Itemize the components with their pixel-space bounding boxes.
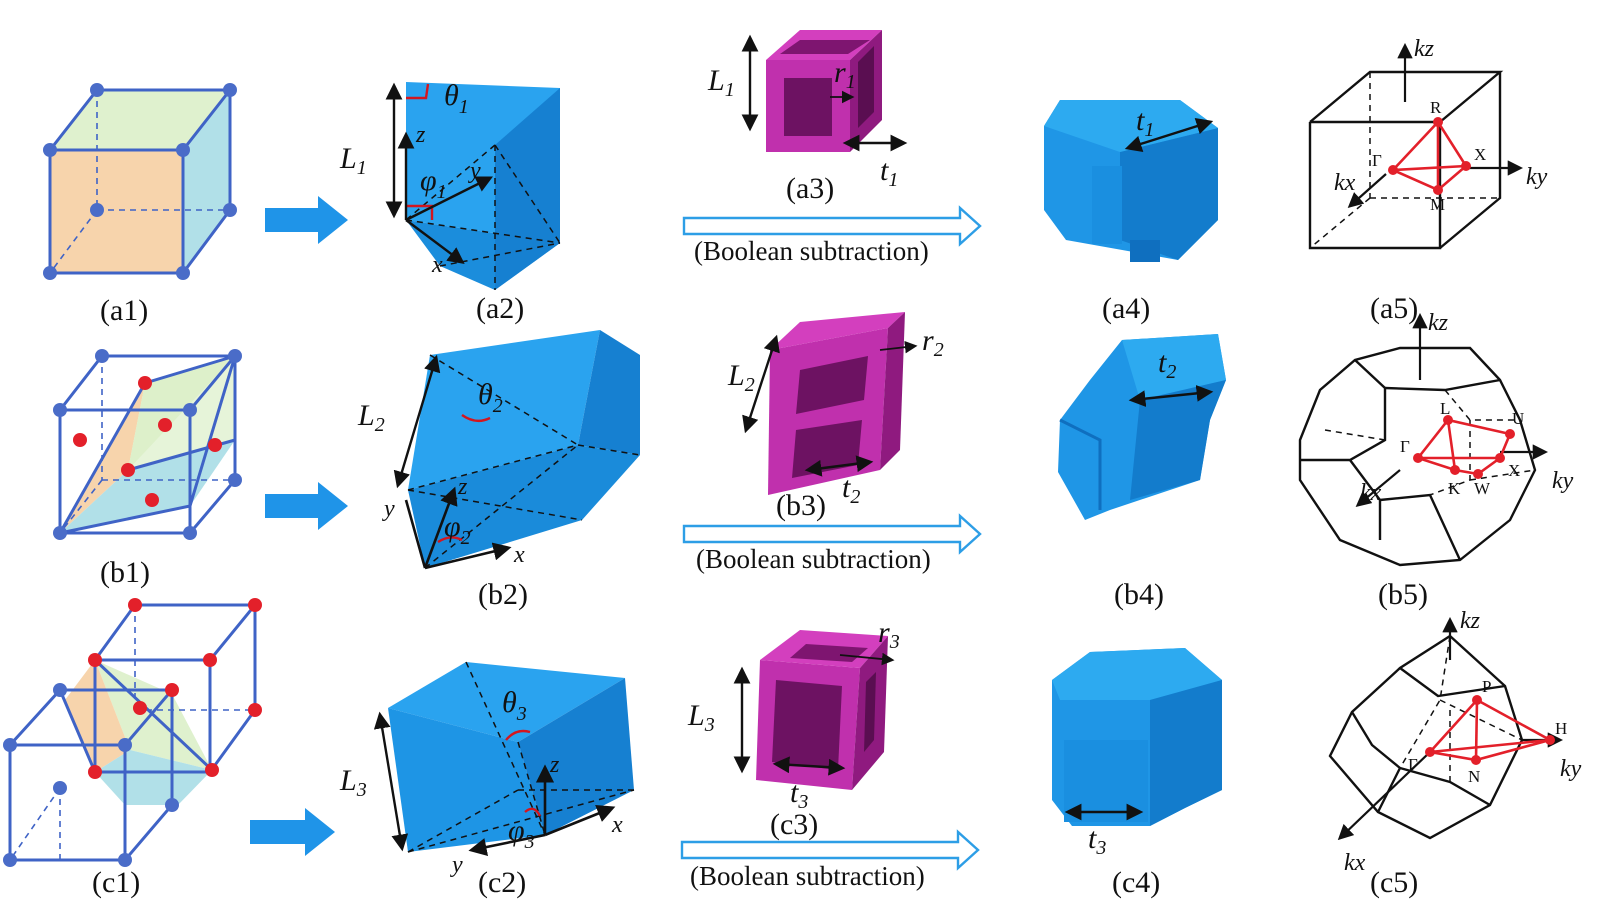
sc-brillouin-zone [1308, 42, 1524, 250]
point-K: K [1448, 479, 1461, 498]
fcc-frame-structure [742, 312, 918, 495]
fcc-brillouin-zone [1298, 312, 1549, 567]
caption-a3: (a3) [786, 172, 834, 205]
L3-label: L3 [339, 764, 367, 801]
caption-b3: (b3) [776, 489, 826, 522]
boolean-arrow-a [682, 205, 982, 247]
fcc-unit-cell [393, 330, 641, 570]
axis-z-b2: z [457, 474, 468, 500]
process-arrow-a [265, 196, 348, 244]
caption-a2: (a2) [476, 292, 524, 325]
sc-frame-structure [741, 30, 908, 152]
caption-b4: (b4) [1114, 578, 1164, 611]
sc-result-solid [1044, 100, 1218, 262]
theta1-label: θ1 [444, 79, 469, 118]
boolean-arrow-b [682, 513, 982, 555]
point-M: M [1430, 195, 1445, 214]
point-P: P [1482, 677, 1491, 696]
phi3-label: φ3 [508, 814, 535, 853]
ky-a5: ky [1526, 164, 1548, 190]
point-N: N [1468, 767, 1480, 786]
phi1-label: φ1 [420, 164, 447, 203]
axis-y-a2: y [468, 158, 481, 184]
caption-b1: (b1) [100, 556, 150, 589]
kz-c5: kz [1460, 608, 1481, 634]
caption-c3: (c3) [770, 808, 818, 841]
point-Gamma-c5: Γ [1408, 755, 1418, 774]
kx-c5: kx [1344, 850, 1366, 876]
t3-c4-label: t3 [1088, 822, 1106, 859]
point-X-b5: X [1508, 461, 1520, 480]
r1-label: r1 [834, 56, 856, 93]
axis-z-a2: z [415, 122, 426, 148]
point-H: H [1555, 719, 1567, 738]
point-W: W [1474, 479, 1491, 498]
ky-b5: ky [1552, 468, 1574, 494]
point-R: R [1430, 98, 1442, 117]
caption-c5: (c5) [1370, 866, 1418, 899]
sc-unit-cell [385, 82, 561, 290]
point-Gamma-b5: Γ [1400, 437, 1410, 456]
fcc-lattice-cube [53, 349, 242, 540]
caption-a1: (a1) [100, 294, 148, 327]
fcc-result-solid [1058, 334, 1226, 520]
caption-a4: (a4) [1102, 292, 1150, 325]
caption-b2: (b2) [478, 578, 528, 611]
caption-c1: (c1) [92, 866, 140, 899]
L2-label: L2 [357, 399, 385, 436]
boolean-arrow-c [680, 829, 980, 871]
caption-b5: (b5) [1378, 578, 1428, 611]
L3-a3-label: L3 [687, 699, 715, 736]
point-Gamma-a5: Γ [1372, 151, 1382, 170]
kz-a5: kz [1414, 36, 1435, 62]
axis-y-c2: y [450, 852, 463, 878]
caption-c4: (c4) [1112, 866, 1160, 899]
axis-x-c2: x [611, 812, 623, 838]
bcc-lattice-cube [3, 598, 262, 867]
operation-label-c: (Boolean subtraction) [690, 861, 925, 891]
operation-label-b: (Boolean subtraction) [696, 544, 931, 574]
theta3-label: θ3 [502, 686, 527, 725]
axis-x-a2: x [431, 252, 443, 278]
point-X-a5: X [1474, 145, 1486, 164]
process-arrow-c [250, 808, 335, 856]
t2-b3-label: t2 [842, 471, 860, 508]
t2-b4-label: t2 [1158, 346, 1176, 383]
bcc-unit-cell [373, 661, 635, 856]
kx-a5: kx [1334, 170, 1356, 196]
t3-c3-label: t3 [790, 776, 808, 813]
phi2-label: φ2 [444, 510, 471, 549]
bcc-brillouin-zone [1328, 616, 1564, 841]
t1-a3-label: t1 [880, 154, 898, 191]
theta2-label: θ2 [478, 378, 503, 417]
L1-a3-label: L1 [707, 64, 735, 101]
t1-a4-label: t1 [1136, 104, 1154, 141]
kz-b5: kz [1428, 310, 1449, 336]
point-L: L [1440, 399, 1450, 418]
bcc-frame-structure [733, 630, 895, 790]
r3-label: r3 [878, 616, 900, 653]
axis-y-b2: y [382, 496, 395, 522]
axis-x-b2: x [513, 542, 525, 568]
r2-label: r2 [922, 324, 944, 361]
axis-z-c2: z [549, 752, 560, 778]
caption-c2: (c2) [478, 866, 526, 899]
operation-label-a: (Boolean subtraction) [694, 236, 929, 266]
bcc-result-solid [1052, 648, 1222, 826]
ky-c5: ky [1560, 756, 1582, 782]
sc-lattice-cube [43, 83, 237, 280]
L1-label: L1 [339, 142, 367, 179]
L2-a3-label: L2 [727, 359, 755, 396]
caption-a5: (a5) [1370, 292, 1418, 325]
kx-b5: kx [1360, 480, 1382, 506]
point-U: U [1512, 409, 1524, 428]
process-arrow-b [265, 482, 348, 530]
